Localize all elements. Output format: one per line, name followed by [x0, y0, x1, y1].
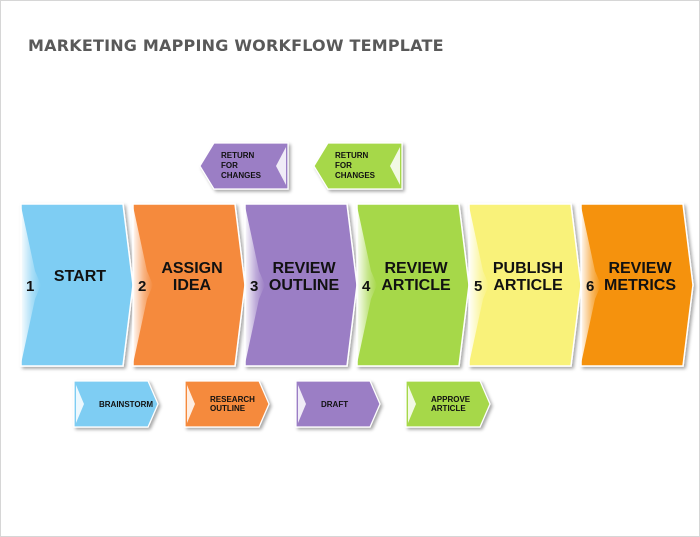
stage-number: 1 — [26, 278, 34, 295]
task-arrow-3: DRAFT — [295, 380, 381, 428]
stage-1: 1 START — [20, 203, 134, 367]
task-label: BRAINSTORM — [99, 400, 153, 409]
task-notch — [76, 385, 84, 423]
stage-number: 4 — [362, 278, 371, 295]
task-label: DRAFT — [321, 400, 348, 409]
stage-highlight — [21, 206, 41, 364]
return-chevron — [313, 142, 403, 190]
task-notch — [408, 385, 416, 423]
page-title: MARKETING MAPPING WORKFLOW TEMPLATE — [28, 36, 444, 55]
stage-label: START — [54, 268, 106, 285]
task-notch — [187, 385, 195, 423]
task-chevron — [184, 380, 270, 428]
task-arrow-1: BRAINSTORM — [73, 380, 159, 428]
task-chevron — [295, 380, 381, 428]
stage-number: 2 — [138, 278, 146, 295]
stage-highlight — [357, 206, 377, 364]
stage-highlight — [469, 206, 489, 364]
task-notch — [298, 385, 306, 423]
return-notch — [390, 147, 400, 185]
stage-number: 3 — [250, 278, 258, 295]
stage-highlight — [245, 206, 265, 364]
stage-highlight — [133, 206, 153, 364]
task-chevron — [73, 380, 159, 428]
return-notch — [276, 147, 286, 185]
stage-number: 5 — [474, 278, 482, 295]
stage-number: 6 — [586, 278, 594, 295]
return-chevron — [199, 142, 289, 190]
stage-highlight — [581, 206, 601, 364]
task-chevron — [405, 380, 491, 428]
